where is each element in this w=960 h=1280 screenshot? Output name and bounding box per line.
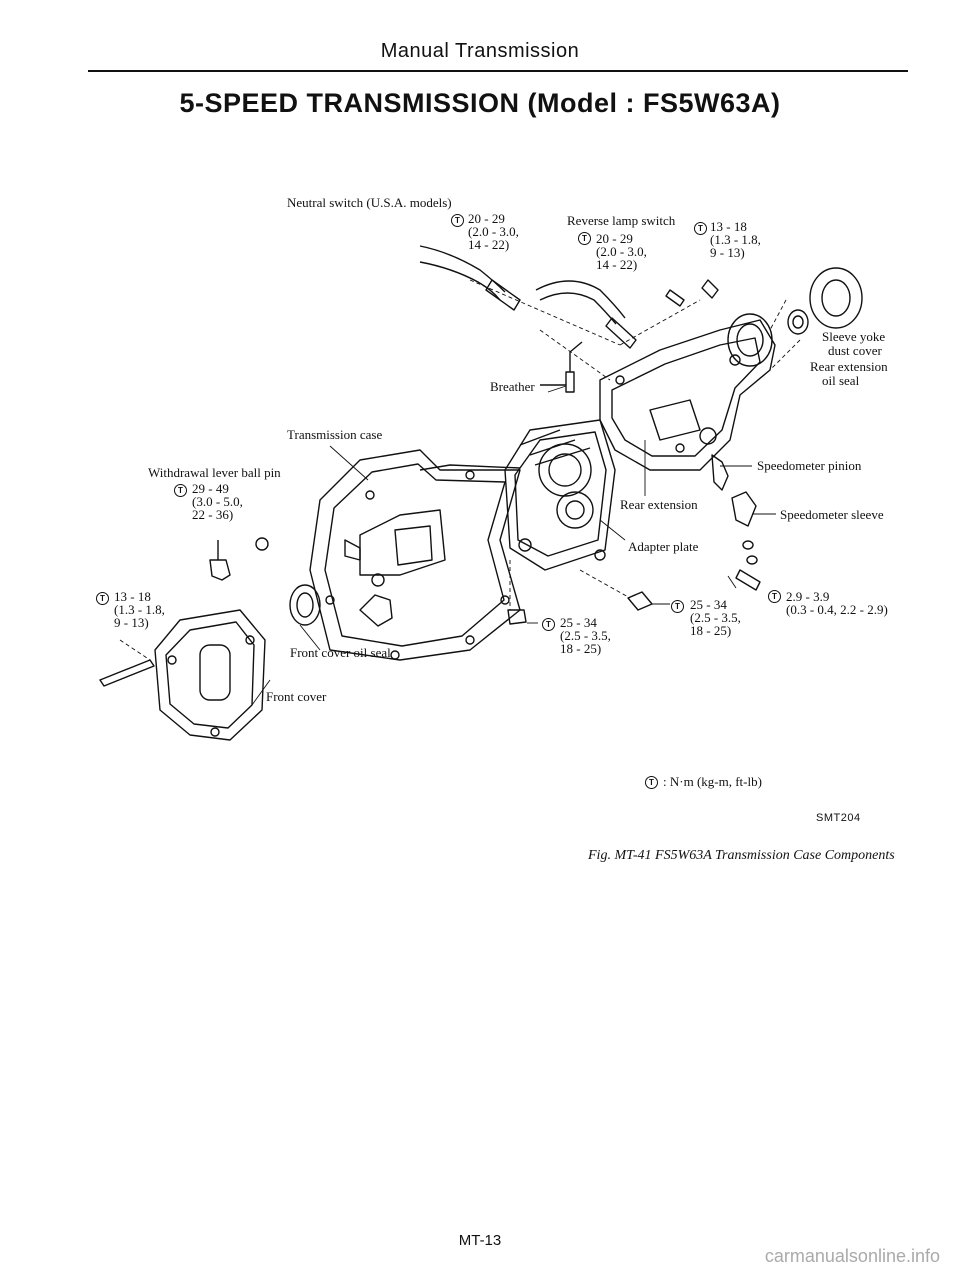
torque-spec-speedometer: 2.9 - 3.9 (0.3 - 0.4, 2.2 - 2.9): [786, 589, 888, 617]
running-header: Manual Transmission: [380, 40, 580, 62]
torque-spec-drain-plug: 25 - 34 (2.5 - 3.5, 18 - 25): [560, 615, 611, 656]
torque-icon: T: [694, 222, 707, 235]
torque-icon: T: [768, 590, 781, 603]
ball-pin-drawing: [209, 540, 231, 581]
label-rear-extension-oil-seal-1: Rear extension: [810, 359, 888, 374]
torque-spec-top-right: 13 - 18 (1.3 - 1.8, 9 - 13): [710, 219, 761, 260]
figure-caption: Fig. MT-41 FS5W63A Transmission Case Com…: [588, 848, 895, 863]
label-breather: Breather: [490, 379, 535, 394]
label-rear-extension: Rear extension: [620, 497, 698, 512]
watermark: carmanualsonline.info: [764, 1246, 940, 1266]
figure-code: SMT204: [816, 812, 861, 824]
filler-plug-drawing: [627, 591, 653, 611]
torque-icon: T: [451, 214, 464, 227]
rear-extension-drawing: [599, 313, 776, 471]
page-number: MT-13: [458, 1232, 502, 1249]
label-dust-cover: dust cover: [828, 343, 882, 358]
torque-icon: T: [96, 592, 109, 605]
torque-icon: T: [542, 618, 555, 631]
label-sleeve-yoke: Sleeve yoke: [822, 329, 886, 344]
adapter-plate-drawing: [504, 419, 616, 571]
front-cover-oil-seal-drawing: [289, 584, 321, 626]
dust-cover-drawing: [809, 267, 863, 329]
callout-lines: [251, 385, 776, 706]
leader-lines: [119, 279, 801, 661]
label-front-cover: Front cover: [266, 689, 327, 704]
torque-icon: T: [671, 600, 684, 613]
torque-icon: T: [578, 232, 591, 245]
reverse-switch-wire: [535, 280, 626, 319]
speedometer-pinion-drawing: [711, 454, 729, 491]
speedometer-sleeve-drawing: [731, 491, 757, 527]
header-rule: [88, 70, 908, 72]
torque-spec-neutral: 20 - 29 (2.0 - 3.0, 14 - 22): [468, 211, 519, 252]
torque-spec-withdrawal: 29 - 49 (3.0 - 5.0, 22 - 36): [192, 481, 243, 522]
label-speedometer-sleeve: Speedometer sleeve: [780, 507, 884, 522]
label-front-cover-oil-seal: Front cover oil seal: [290, 645, 391, 660]
torque-spec-filler-plug: 25 - 34 (2.5 - 3.5, 18 - 25): [690, 597, 741, 638]
label-withdrawal-lever-ball-pin: Withdrawal lever ball pin: [148, 465, 281, 480]
label-neutral-switch: Neutral switch (U.S.A. models): [287, 195, 452, 210]
torque-icon: T: [174, 484, 187, 497]
page-title: 5-SPEED TRANSMISSION (Model : FS5W63A): [179, 88, 781, 118]
transmission-case-drawing: [309, 449, 521, 661]
torque-icon: T: [645, 776, 658, 789]
units-legend: : N·m (kg-m, ft-lb): [663, 774, 762, 789]
breather-drawing: [565, 341, 583, 393]
torque-spec-front-cover: 13 - 18 (1.3 - 1.8, 9 - 13): [114, 589, 165, 630]
label-transmission-case: Transmission case: [287, 427, 383, 442]
label-speedometer-pinion: Speedometer pinion: [757, 458, 862, 473]
neutral-switch-wire: [419, 245, 506, 293]
label-rear-extension-oil-seal-2: oil seal: [822, 373, 860, 388]
drain-plug-drawing: [507, 609, 527, 625]
label-adapter-plate: Adapter plate: [628, 539, 699, 554]
torque-spec-reverse: 20 - 29 (2.0 - 3.0, 14 - 22): [596, 231, 647, 272]
label-reverse-lamp-switch: Reverse lamp switch: [567, 213, 676, 228]
oil-seal-drawing: [787, 309, 809, 335]
front-cover-drawing: [154, 609, 266, 741]
